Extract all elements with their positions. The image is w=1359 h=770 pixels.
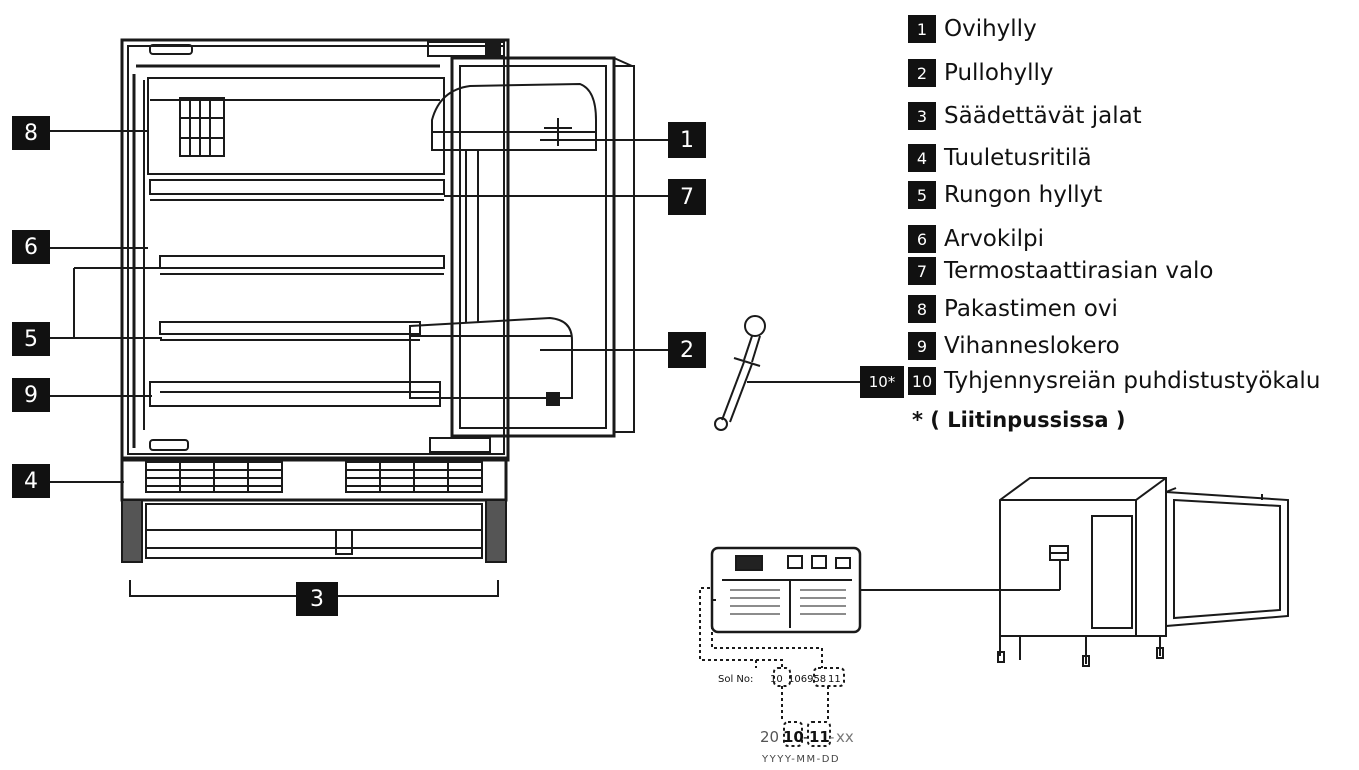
legend-label: Rungon hyllyt (944, 182, 1103, 208)
date-mm: 11 (809, 728, 830, 746)
legend-label: Vihanneslokero (944, 333, 1120, 359)
legend-num: 7 (908, 257, 936, 285)
legend-label: Pullohylly (944, 60, 1054, 86)
date-yy-prefix: 20 (760, 728, 779, 746)
adjustable-feet (121, 499, 507, 563)
legend-label: Termostaattirasian valo (944, 258, 1214, 284)
svg-text:-: - (803, 728, 808, 746)
callout-7: 7 (668, 179, 706, 215)
legend-label: Pakastimen ovi (944, 296, 1118, 322)
legend-item: 7 Termostaattirasian valo (908, 256, 1214, 286)
serial-c: 11 (828, 674, 841, 685)
vegetable-drawer (149, 381, 441, 407)
date-yy: 10 (783, 728, 804, 746)
callout-10: 10* (860, 366, 904, 398)
callout-4: 4 (12, 464, 50, 498)
fridge-door (409, 56, 635, 438)
legend-item: 4 Tuuletusritilä (908, 143, 1092, 173)
legend-num: 6 (908, 225, 936, 253)
thermostat-light (149, 179, 445, 201)
callout-5: 5 (12, 322, 50, 356)
svg-text:-: - (829, 728, 834, 746)
legend-num: 8 (908, 295, 936, 323)
cabinet-shelf-lower (159, 321, 421, 341)
legend-num: 3 (908, 102, 936, 130)
legend-item: 5 Rungon hyllyt (908, 180, 1102, 210)
legend-num: 10 (908, 367, 936, 395)
legend-item: 6 Arvokilpi (908, 224, 1044, 254)
ventilation-grille (120, 437, 508, 502)
legend-label: Ovihylly (944, 16, 1037, 42)
serial-a: 10 (770, 674, 783, 685)
legend-num: 9 (908, 332, 936, 360)
small-fridge-illustration (997, 477, 1289, 667)
legend-label: Arvokilpi (944, 226, 1044, 252)
legend-num: 2 (908, 59, 936, 87)
callout-1: 1 (668, 122, 706, 158)
callout-6: 6 (12, 230, 50, 264)
callout-9: 9 (12, 378, 50, 412)
legend-item: 10 Tyhjennysreiän puhdistustyökalu (908, 366, 1320, 396)
cabinet-shelf-upper (159, 255, 445, 275)
callout-8: 8 (12, 116, 50, 150)
legend-label: Säädettävät jalat (944, 103, 1142, 129)
legend-item: 8 Pakastimen ovi (908, 294, 1118, 324)
callout-3: 3 (296, 582, 338, 616)
legend-item: 2 Pullohylly (908, 58, 1053, 88)
serial-b: 106958 (788, 674, 826, 685)
legend-item: 1 Ovihylly (908, 14, 1037, 44)
legend-label: Tuuletusritilä (944, 145, 1092, 171)
legend-num: 5 (908, 181, 936, 209)
callout-2: 2 (668, 332, 706, 368)
drain-cleaning-tool (714, 315, 766, 431)
date-dd: xx (836, 728, 854, 746)
serial-prefix: Sol No: (718, 674, 753, 685)
accessory-bag-note: * ( Liitinpussissa ) (912, 408, 1126, 432)
date-format: YYYY-MM-DD (761, 754, 840, 765)
legend-num: 1 (908, 15, 936, 43)
freezer-door (147, 77, 445, 175)
legend-item: 9 Vihanneslokero (908, 331, 1120, 361)
legend-label: Tyhjennysreiän puhdistustyökalu (944, 368, 1321, 394)
legend-item: 3 Säädettävät jalat (908, 101, 1142, 131)
rating-plate (699, 546, 1061, 747)
fridge-cabinet (120, 38, 510, 462)
legend-num: 4 (908, 144, 936, 172)
